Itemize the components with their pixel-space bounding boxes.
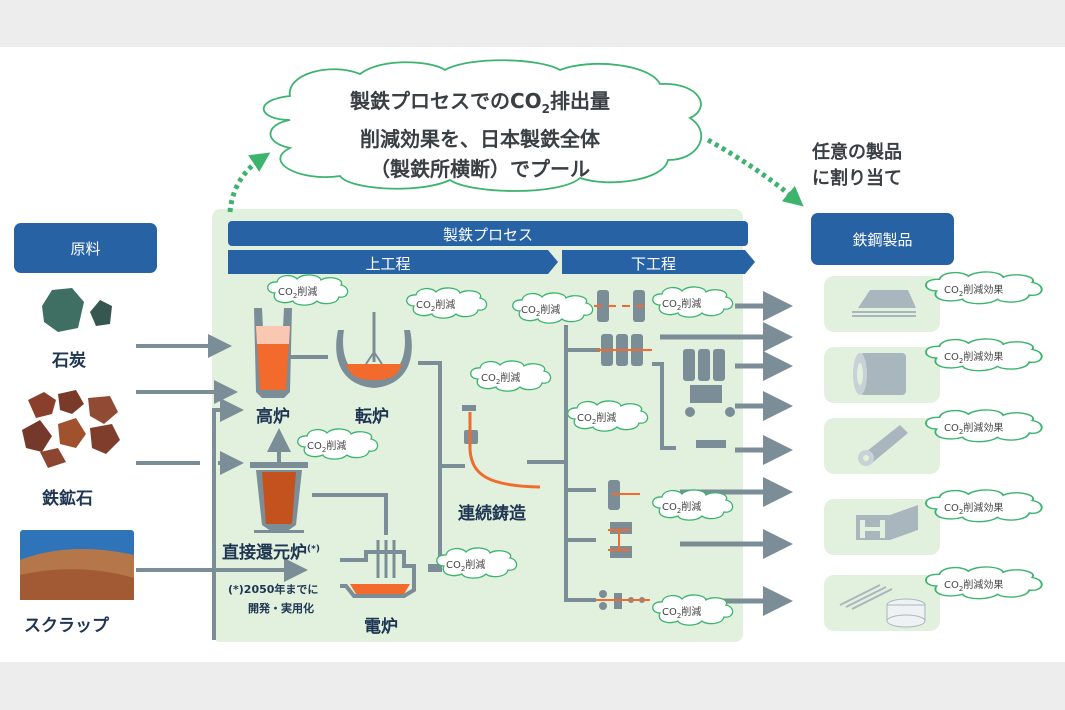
- blast-furnace-label: 高炉: [256, 407, 290, 427]
- co2-effect-label: CO2削減効果: [944, 285, 1004, 298]
- direct-reduction-label: 直接還元炉(*): [222, 543, 320, 563]
- co2-effect-label: CO2削減効果: [944, 423, 1004, 436]
- co2-effect-label: CO2削減効果: [944, 352, 1004, 365]
- co2-reduction-label: CO2削減: [416, 300, 456, 313]
- coil-icon: [853, 353, 906, 395]
- direct-reduction-icon: [250, 428, 308, 533]
- co2-reduction-label: CO2削減: [278, 287, 318, 300]
- co2-reduction-label: CO2削減: [662, 607, 702, 620]
- downstream-title: 下工程: [630, 255, 676, 273]
- ore-branch-arrow: [212, 398, 244, 640]
- converter-icon: [336, 312, 412, 388]
- products-header: 鉄鋼製品: [811, 213, 954, 265]
- upstream-banner: [228, 250, 558, 274]
- top-band: [0, 0, 1065, 47]
- converter-label: 転炉: [355, 407, 389, 427]
- blast-furnace-icon: [254, 308, 292, 398]
- pool-arrow: [227, 152, 271, 213]
- pool-cloud-line2: 削減効果を、日本製鉄全体: [360, 127, 600, 151]
- pool-cloud-line3: （製鉄所横断）でプール: [370, 157, 590, 181]
- process-title: 製鉄プロセス: [442, 226, 533, 244]
- assign-arrow: [706, 137, 804, 207]
- electric-furnace-label: 電炉: [364, 617, 398, 637]
- electric-furnace-icon: [340, 540, 416, 598]
- bottom-band: [0, 662, 1065, 710]
- co2-effect-label: CO2削減効果: [944, 503, 1004, 516]
- caster-distribution-pipe: [564, 325, 596, 602]
- co2-effect-label: CO2削減効果: [944, 580, 1004, 593]
- downstream-banner: [562, 250, 755, 274]
- co2-reduction-label: CO2削減: [521, 305, 561, 318]
- co2-reduction-label: CO2削減: [662, 299, 702, 312]
- coal-image: [42, 288, 112, 332]
- iron-ore-image: [22, 390, 120, 468]
- assign-text: 任意の製品 に割り当て: [812, 142, 902, 189]
- iron-ore-label: 鉄鉱石: [42, 489, 93, 509]
- scrap-image: [20, 530, 134, 600]
- h-beam-icon: [856, 505, 918, 540]
- steel-plate-icon: [852, 290, 916, 317]
- co2-reduction-label: CO2削減: [481, 373, 521, 386]
- co2-reduction-label: CO2削減: [307, 441, 347, 454]
- footnote-line2: 開発・実用化: [248, 602, 314, 615]
- co2-reduction-label: CO2削減: [662, 502, 702, 515]
- scrap-label: スクラップ: [24, 616, 109, 636]
- continuous-caster-icon: [462, 405, 541, 489]
- continuous-casting-label: 連続鋳造: [458, 504, 526, 524]
- co2-reduction-label: CO2削減: [577, 413, 617, 426]
- process-banner: [228, 221, 748, 246]
- pool-cloud: [262, 59, 702, 192]
- bar-wire-icon: [839, 584, 926, 628]
- pipe-icon: [858, 425, 908, 466]
- upstream-title: 上工程: [365, 255, 411, 273]
- pool-cloud-text: 製鉄プロセスでのCO2排出量 削減効果を、日本製鉄全体 （製鉄所横断）でプール: [300, 86, 660, 184]
- co2-reduction-label: CO2削減: [446, 560, 486, 573]
- footnote-line1: (*)2050年までに: [228, 583, 319, 596]
- coal-label: 石炭: [52, 351, 86, 371]
- raw-materials-header: 原料: [14, 223, 157, 273]
